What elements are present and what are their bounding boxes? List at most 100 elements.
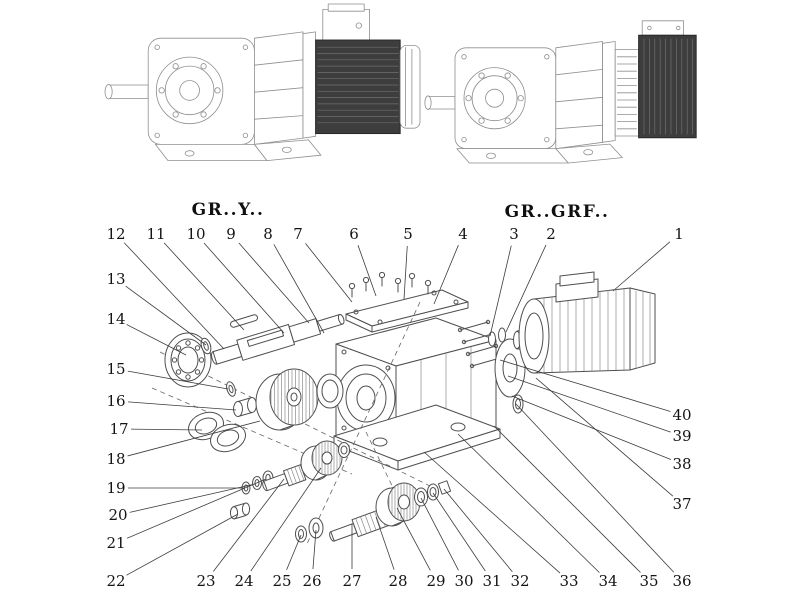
leader-line-18 xyxy=(127,420,261,457)
callout-13: 13 xyxy=(106,270,125,288)
callout-31: 31 xyxy=(482,572,501,590)
callout-23: 23 xyxy=(196,572,215,590)
disc-25 xyxy=(295,525,307,543)
washer-19 xyxy=(241,481,251,495)
gear-29 xyxy=(375,482,421,527)
callout-15: 15 xyxy=(106,360,125,378)
leader-line-33 xyxy=(423,451,561,574)
pinion-shaft-23 xyxy=(262,464,307,492)
leader-line-10 xyxy=(203,242,285,334)
callout-32: 32 xyxy=(510,572,529,590)
callout-35: 35 xyxy=(639,572,658,590)
leader-line-24 xyxy=(250,467,322,572)
callout-12: 12 xyxy=(106,225,125,243)
brake-module-dark xyxy=(638,34,697,139)
leader-line-4 xyxy=(433,244,459,305)
callout-4: 4 xyxy=(458,225,468,243)
flange-bolt-circles xyxy=(461,54,550,143)
callout-21: 21 xyxy=(106,534,125,552)
leader-line-3 xyxy=(489,245,512,337)
variant-label-gr-y: GR..Y.. xyxy=(192,200,265,220)
leader-line-15 xyxy=(127,370,229,390)
leader-line-17 xyxy=(130,428,203,431)
leader-line-37 xyxy=(535,377,674,497)
fan-cover xyxy=(629,287,656,371)
leader-line-34 xyxy=(457,433,600,573)
washer-15 xyxy=(226,381,236,397)
callout-7: 7 xyxy=(293,225,303,243)
leader-line-28 xyxy=(375,516,395,570)
leader-line-6 xyxy=(357,245,377,297)
callout-2: 2 xyxy=(546,225,556,243)
leader-line-36 xyxy=(515,403,675,573)
leader-line-12 xyxy=(123,242,225,350)
leader-line-25 xyxy=(286,534,302,571)
leader-line-13 xyxy=(125,285,207,346)
pinion-gear-set xyxy=(229,440,350,520)
ring-gear-24b xyxy=(338,442,350,458)
exploded-view xyxy=(151,271,656,547)
leader-line-21 xyxy=(126,478,267,539)
leader-line-39 xyxy=(507,375,671,433)
callout-8: 8 xyxy=(263,225,273,243)
cover-bolts xyxy=(348,271,432,298)
callout-16: 16 xyxy=(106,392,125,410)
gearmotor-drawing-gr-y xyxy=(104,3,421,162)
callout-20: 20 xyxy=(108,506,127,524)
motor-body-dark xyxy=(315,39,401,135)
gearbox-housing xyxy=(333,271,503,471)
callout-27: 27 xyxy=(342,572,361,590)
variant-label-gr-grf: GR..GRF.. xyxy=(505,202,610,222)
callout-9: 9 xyxy=(226,225,236,243)
motor-assembly xyxy=(488,271,656,414)
callout-11: 11 xyxy=(146,225,165,243)
callout-19: 19 xyxy=(106,479,125,497)
callout-5: 5 xyxy=(403,225,413,243)
disc-26 xyxy=(308,517,324,539)
leader-line-22 xyxy=(126,513,239,576)
large-gear xyxy=(255,368,319,431)
leader-line-31 xyxy=(432,492,486,572)
callout-33: 33 xyxy=(559,572,578,590)
leader-line-40 xyxy=(499,359,671,412)
leader-line-1 xyxy=(612,241,671,292)
leader-line-16 xyxy=(127,401,237,411)
shaft-key-11 xyxy=(229,314,259,328)
retaining-ring-13 xyxy=(200,337,212,355)
leader-line-23 xyxy=(212,478,285,572)
gearmotor-drawing-gr-grf xyxy=(424,20,697,164)
leader-line-7 xyxy=(305,243,353,303)
callout-25: 25 xyxy=(272,572,291,590)
leader-line-9 xyxy=(238,242,310,324)
leader-line-30 xyxy=(420,497,459,571)
spacer-16 xyxy=(233,397,257,417)
callout-22: 22 xyxy=(106,572,125,590)
ring-31 xyxy=(427,483,439,501)
intermediate-gear-set xyxy=(188,368,344,453)
callout-26: 26 xyxy=(302,572,321,590)
callout-6: 6 xyxy=(349,225,359,243)
motor-flange-disc xyxy=(494,338,526,398)
leader-line-38 xyxy=(511,395,672,460)
callout-1: 1 xyxy=(674,225,684,243)
callout-17: 17 xyxy=(109,420,128,438)
leader-line-26 xyxy=(312,529,317,570)
bearing-18 xyxy=(316,373,344,409)
leader-line-2 xyxy=(505,244,547,333)
leader-line-20 xyxy=(129,483,256,513)
callout-36: 36 xyxy=(672,572,691,590)
leader-line-14 xyxy=(126,324,187,356)
flange-bolt-circles xyxy=(154,44,249,139)
leader-line-29 xyxy=(396,507,431,571)
callout-38: 38 xyxy=(672,455,691,473)
leader-line-32 xyxy=(443,488,513,573)
gear-24 xyxy=(300,440,343,481)
bearing-14 xyxy=(164,332,212,388)
callout-29: 29 xyxy=(426,572,445,590)
callout-18: 18 xyxy=(106,450,125,468)
callout-30: 30 xyxy=(454,572,473,590)
input-shaft-assembly xyxy=(164,313,345,397)
callout-37: 37 xyxy=(672,495,691,513)
nut-32 xyxy=(437,480,452,495)
